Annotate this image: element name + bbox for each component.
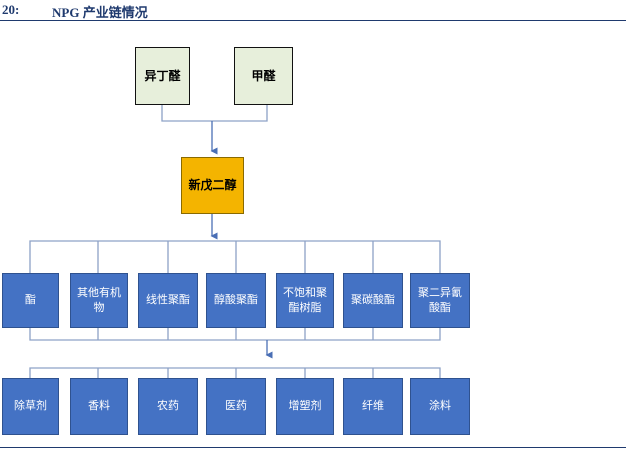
figure-title: NPG 产业链情况 <box>52 5 148 20</box>
derivative-linear-polyester: 线性聚酯 <box>138 273 198 328</box>
application-pesticide: 农药 <box>138 378 198 435</box>
application-coating: 涂料 <box>410 378 470 435</box>
derivative-other-organics: 其他有机 物 <box>70 273 128 328</box>
derivative-alkyd-polyester: 醇酸聚酯 <box>206 273 266 328</box>
derivative-polyisocyanate: 聚二异氰 酸酯 <box>410 273 470 328</box>
application-medicine: 医药 <box>206 378 266 435</box>
application-herbicide: 除草剂 <box>2 378 59 435</box>
top-rule <box>0 20 626 21</box>
application-fiber: 纤维 <box>343 378 403 435</box>
derivative-unsaturated-polyester-resin: 不饱和聚 酯树脂 <box>276 273 334 328</box>
raw-material-formaldehyde: 甲醛 <box>234 47 293 105</box>
figure-header: 20: NPG 产业链情况 <box>0 0 626 22</box>
application-plasticizer: 增塑剂 <box>276 378 334 435</box>
core-product-neopentyl-glycol: 新戊二醇 <box>181 157 244 214</box>
derivative-ester: 酯 <box>2 273 59 328</box>
application-fragrance: 香料 <box>70 378 128 435</box>
figure-number: 20: <box>2 2 20 17</box>
raw-material-isobutyraldehyde: 异丁醛 <box>135 47 190 105</box>
derivative-polycarbonate: 聚碳酸酯 <box>343 273 403 328</box>
bottom-rule <box>0 447 626 448</box>
